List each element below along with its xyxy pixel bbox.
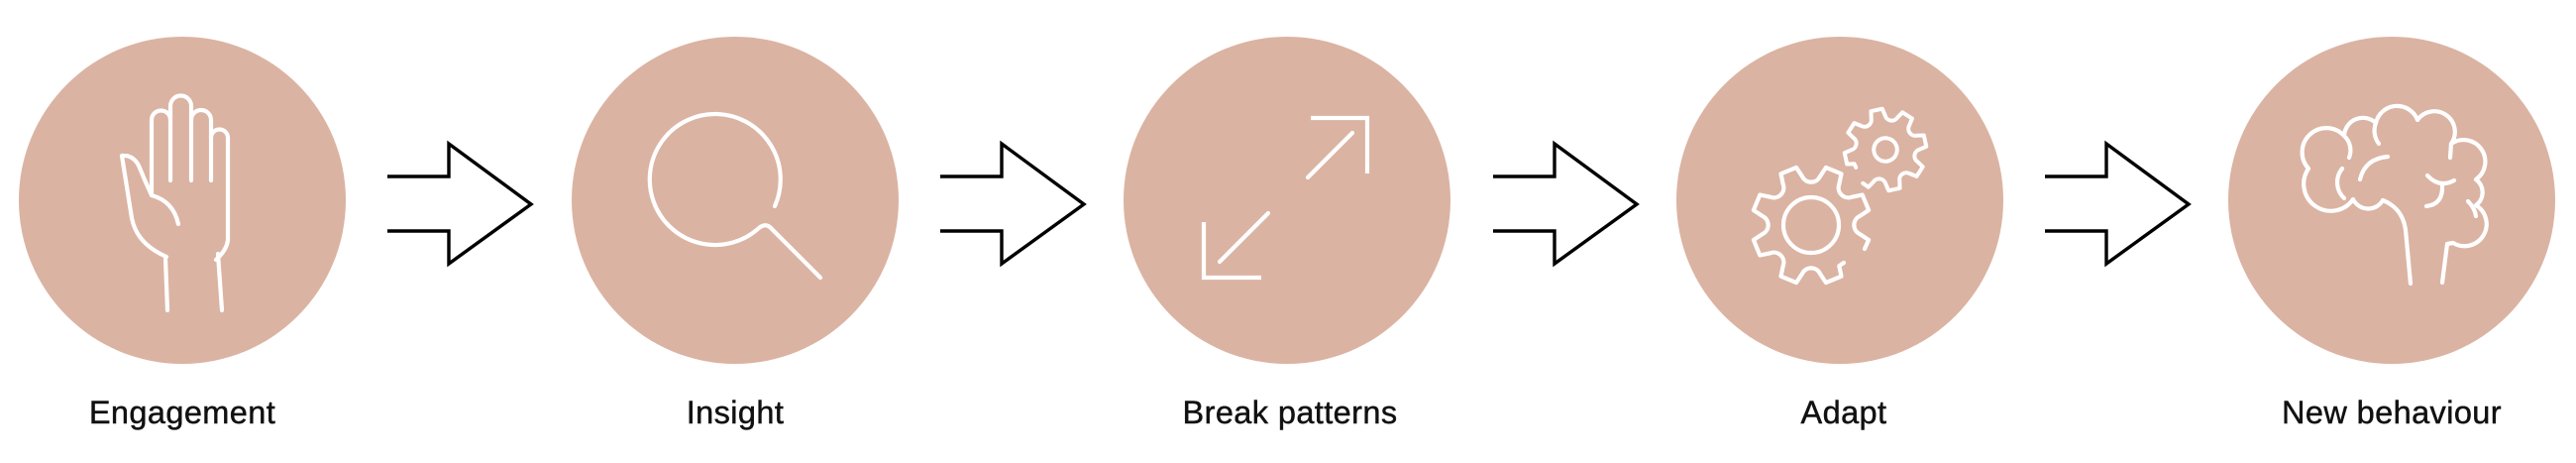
step-adapt [1676,37,2003,364]
step-new-behaviour [2228,37,2555,364]
magnifying-glass-icon [647,111,823,281]
step-label-break-patterns: Break patterns [1182,395,1398,430]
flow-arrow-2 [940,140,1087,268]
brain-icon [2300,103,2489,287]
step-circle [19,37,346,364]
gears-icon [1751,106,1929,286]
raised-hand-icon [119,93,231,313]
flow-arrow-4 [2045,140,2192,268]
outline-arrow-right-icon [940,140,1087,268]
step-label-adapt: Adapt [1800,395,1887,430]
outline-arrow-right-icon [387,140,534,268]
step-circle [572,37,899,364]
outline-arrow-right-icon [1493,140,1640,268]
step-engagement [19,37,346,364]
large-gear-icon [1751,165,1872,286]
flow-arrow-1 [387,140,534,268]
step-circle [2228,37,2555,364]
step-label-engagement: Engagement [88,395,276,430]
small-gear-icon [1842,106,1929,193]
step-label-new-behaviour: New behaviour [2282,395,2502,430]
step-circle [1676,37,2003,364]
outline-arrow-right-icon [2045,140,2192,268]
step-break-patterns [1124,37,1450,364]
expand-arrows-icon [1201,115,1370,281]
flow-arrow-3 [1493,140,1640,268]
step-circle [1124,37,1450,364]
step-label-insight: Insight [686,395,785,430]
step-insight [572,37,899,364]
